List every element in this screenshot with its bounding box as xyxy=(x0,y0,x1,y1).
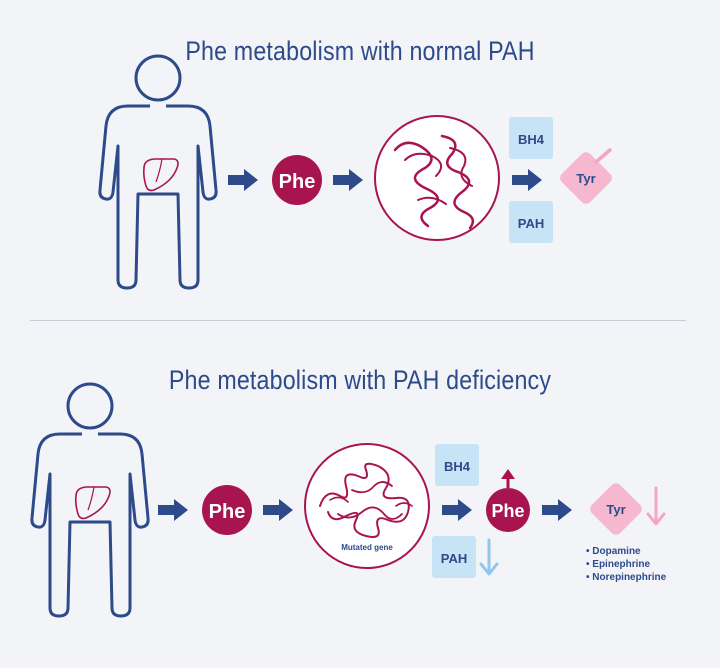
liver-icon xyxy=(142,158,179,192)
pah-box xyxy=(432,536,476,578)
tyr-down-arrow-icon xyxy=(646,486,666,526)
title-deficiency: Phe metabolism with PAH deficiency xyxy=(168,365,552,395)
list-item: Dopamine xyxy=(586,545,666,558)
person-deficiency xyxy=(30,382,150,618)
pah-label: PAH xyxy=(518,216,544,231)
liver-icon xyxy=(74,486,111,520)
tyr-diamond xyxy=(590,483,642,535)
bh4-box xyxy=(509,117,553,159)
phe-label: Phe xyxy=(279,171,316,193)
list-item: Norepinephrine xyxy=(586,571,666,584)
tyr-diamond xyxy=(560,148,612,204)
list-item: Epinephrine xyxy=(586,558,666,571)
neurotransmitter-list: Dopamine Epinephrine Norepinephrine xyxy=(586,545,666,584)
pah-box xyxy=(509,201,553,243)
arrow-6 xyxy=(442,499,472,521)
section-divider xyxy=(30,320,686,321)
mutated-gene-circle xyxy=(304,443,430,569)
mutated-gene-label: Mutated gene xyxy=(341,543,393,552)
pah-down-arrow-icon xyxy=(479,538,499,576)
title-normal: Phe metabolism with normal PAH xyxy=(185,36,535,66)
bh4-box xyxy=(435,444,479,486)
pah-label: PAH xyxy=(441,551,467,566)
arrow-2 xyxy=(333,169,363,191)
arrow-3 xyxy=(512,169,542,191)
arrow-1 xyxy=(228,169,258,191)
bh4-label: BH4 xyxy=(518,132,545,147)
phe-circle xyxy=(272,155,322,205)
tyr-label: Tyr xyxy=(606,502,625,517)
arrow-7 xyxy=(542,499,572,521)
phe-elevated-circle xyxy=(486,488,530,532)
person-normal xyxy=(98,54,218,290)
tyr-label: Tyr xyxy=(576,171,595,186)
bh4-label: BH4 xyxy=(444,459,471,474)
arrow-5 xyxy=(263,499,293,521)
phe-elevated-label: Phe xyxy=(491,501,524,521)
folded-enzyme-circle xyxy=(374,115,500,241)
phe-up-arrow-icon xyxy=(501,469,515,488)
phe-circle xyxy=(202,485,252,535)
arrow-4 xyxy=(158,499,188,521)
phe-label: Phe xyxy=(209,501,246,523)
